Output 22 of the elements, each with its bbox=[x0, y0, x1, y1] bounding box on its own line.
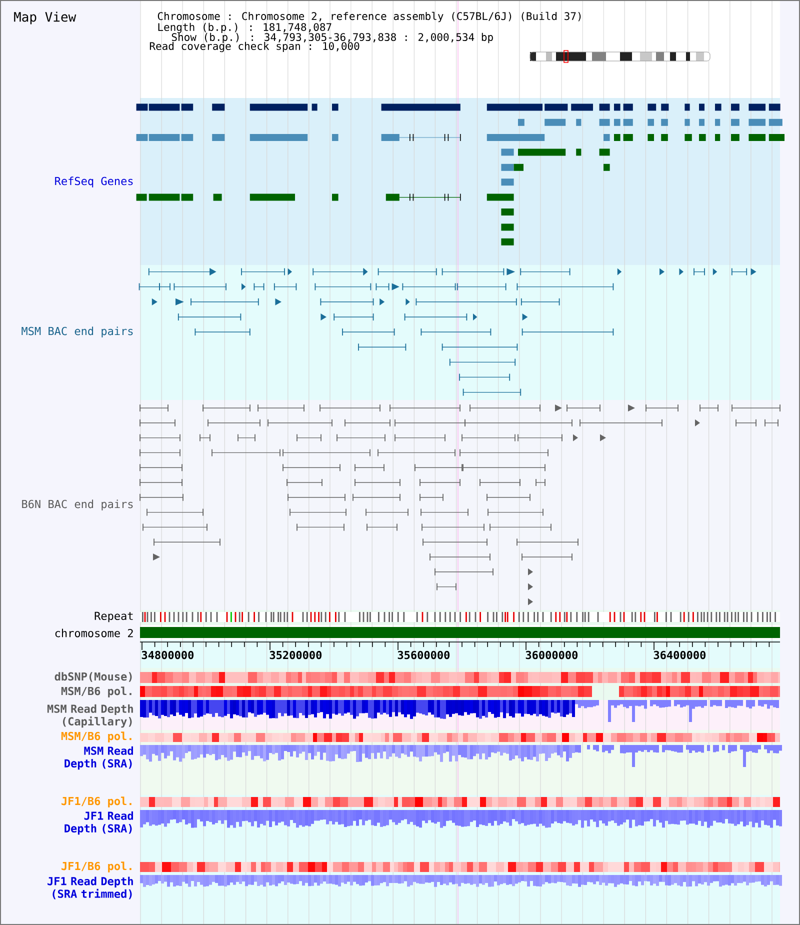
track-label: MSM Read Depth (Capillary) bbox=[47, 704, 133, 728]
track-label: MSM BAC end pairs bbox=[22, 326, 133, 338]
track-label: MSM/B6 pol. bbox=[61, 686, 132, 698]
info-text: Chromosome : Chromosome 2, reference assembly (C57BL/6J) (Build 37) bbox=[158, 12, 581, 22]
track-label: dbSNP(Mouse) bbox=[54, 672, 132, 682]
track-label: MSM/B6 pol. bbox=[61, 732, 132, 742]
track-label: B6N BAC end pairs bbox=[22, 500, 133, 510]
track-label: JF1 Read Depth (SRA trimmed) bbox=[48, 876, 133, 900]
track-label: RefSeq Genes bbox=[55, 176, 133, 188]
axis-tick-label: 36400000 bbox=[654, 650, 706, 660]
track-label: chromosome 2 bbox=[55, 628, 133, 638]
axis-tick-label: 35600000 bbox=[398, 650, 450, 660]
track-label: JF1 Read Depth (SRA) bbox=[64, 811, 133, 835]
page-title: Map View bbox=[14, 12, 76, 24]
track-label: JF1/B6 pol. bbox=[62, 862, 132, 872]
axis-tick-label: 34800000 bbox=[142, 650, 194, 660]
axis-tick-label: 35200000 bbox=[270, 650, 322, 660]
track-label: MSM Read Depth (SRA) bbox=[64, 746, 133, 770]
track-label: JF1/B6 pol. bbox=[62, 796, 132, 808]
info-text: Length (b.p.) : 181,748,087 bbox=[158, 22, 332, 34]
axis-tick-label: 36000000 bbox=[526, 650, 578, 660]
track-label: Repeat bbox=[94, 612, 133, 622]
